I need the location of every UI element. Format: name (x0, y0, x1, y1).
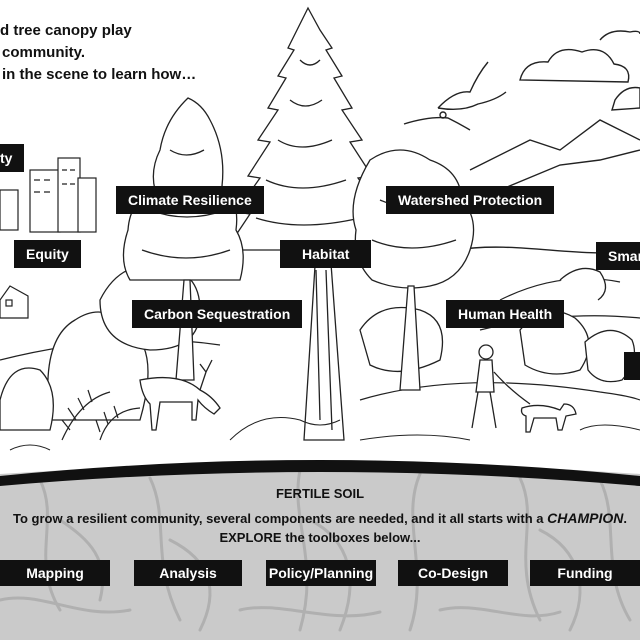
eagle-illustration (403, 61, 507, 131)
toolbox-policy-planning-button[interactable]: Policy/Planning (266, 560, 376, 586)
toolbox-mapping-button[interactable]: Mapping (0, 560, 110, 586)
tag-smart-partial[interactable]: Smar (596, 242, 640, 270)
soil-text-after: . (623, 511, 627, 526)
intro-line-1: d tree canopy play (0, 22, 132, 39)
soil-text-champion: CHAMPION (547, 510, 624, 526)
buildings-illustration (0, 157, 97, 233)
deer-illustration (139, 359, 221, 431)
soil-title: FERTILE SOIL (275, 486, 365, 501)
clouds-illustration (519, 30, 640, 111)
tag-habitat[interactable]: Habitat (280, 240, 372, 268)
tag-equality-partial[interactable]: ty (0, 144, 25, 172)
toolbox-analysis-button[interactable]: Analysis (134, 560, 242, 586)
tall-tree-illustration (224, 6, 394, 441)
toolbox-co-design-button[interactable]: Co-Design (398, 560, 508, 586)
soil-text-before: To grow a resilient community, several c… (13, 511, 548, 526)
fern-illustration (61, 389, 141, 441)
intro-line-3: in the scene to learn how… (2, 66, 197, 83)
tag-carbon-sequestration[interactable]: Carbon Sequestration (132, 300, 303, 328)
ground-band (0, 460, 640, 486)
intro-text: d tree canopy play community. in the sce… (0, 20, 196, 86)
tag-watershed-protection[interactable]: Watershed Protection (386, 186, 555, 214)
intro-line-2: community. (2, 44, 86, 61)
grass-illustration (9, 417, 640, 451)
tag-human-health[interactable]: Human Health (446, 300, 565, 328)
tag-equity[interactable]: Equity (14, 240, 81, 268)
toolbox-funding-button[interactable]: Funding (530, 560, 640, 586)
person-dog-illustration (471, 344, 577, 433)
house-illustration (0, 285, 29, 319)
tag-climate-resilience[interactable]: Climate Resilience (116, 186, 264, 214)
right-tree-illustration (352, 149, 475, 391)
tag-edge-partial[interactable] (624, 352, 640, 380)
soil-explore-text: EXPLORE the toolboxes below... (219, 530, 421, 545)
soil-description: To grow a resilient community, several c… (0, 510, 640, 526)
